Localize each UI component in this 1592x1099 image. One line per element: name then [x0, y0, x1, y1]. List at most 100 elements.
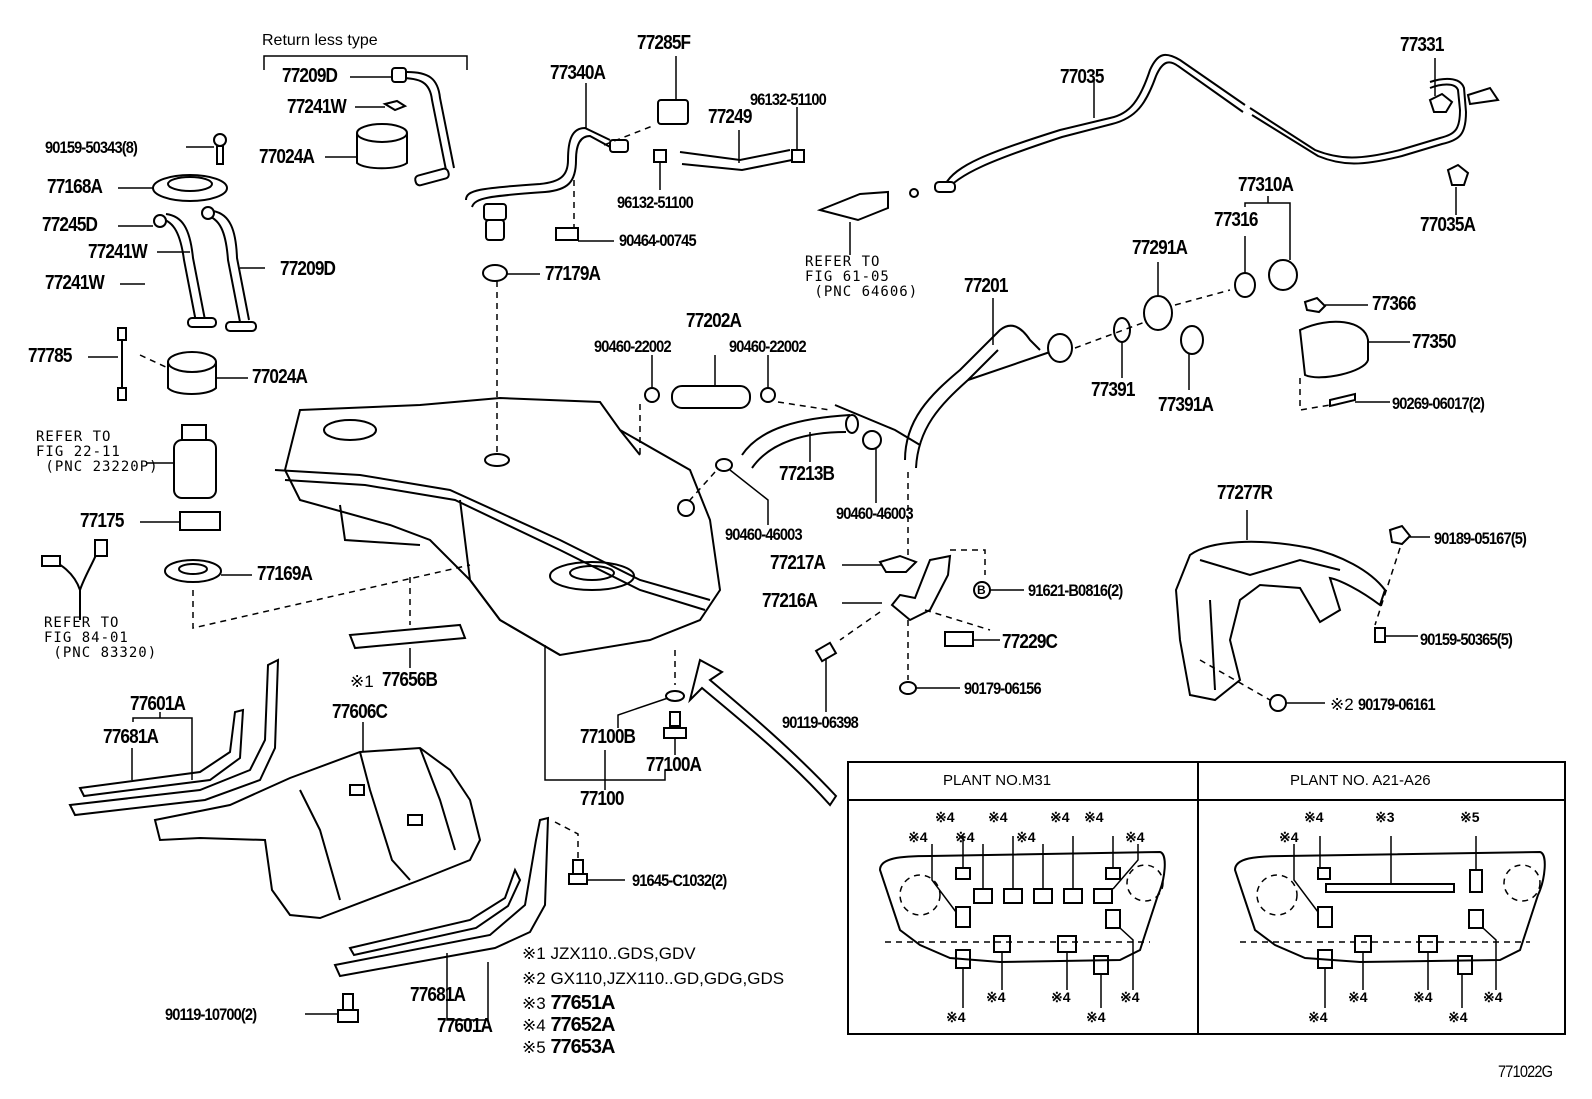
part-label[interactable]: 77277R	[1217, 482, 1273, 504]
part-label[interactable]: 77241W	[45, 272, 105, 294]
part-label[interactable]: 77209D	[282, 65, 338, 87]
part-label[interactable]: 90179-06161	[1358, 695, 1436, 714]
fuel-hose-return-less	[391, 67, 455, 187]
footnote-3: ※3 77651A	[522, 992, 616, 1014]
part-label[interactable]: 77100	[580, 788, 624, 810]
part-label[interactable]: 77601A	[437, 1015, 493, 1037]
part-label[interactable]: 77179A	[545, 263, 601, 285]
note-part[interactable]: 77652A	[550, 1014, 615, 1036]
a21-mark: ※4	[1304, 809, 1324, 825]
part-label[interactable]: 77366	[1372, 293, 1416, 315]
m31-mark: ※4	[986, 989, 1006, 1005]
part-label[interactable]: 77229C	[1002, 631, 1058, 653]
a21-mark: ※4	[1413, 989, 1433, 1005]
plant-m31-title: PLANT NO.M31	[943, 772, 1052, 789]
fuel-line-77035	[934, 53, 1468, 193]
part-label[interactable]: 90119-10700(2)	[165, 1005, 257, 1024]
a21-mark: ※5	[1460, 809, 1480, 825]
m31-mark: ※4	[946, 1009, 966, 1025]
m31-mark: ※4	[1125, 829, 1145, 845]
part-label[interactable]: 77100B	[580, 726, 636, 748]
reference-fig-84-01[interactable]: REFER TO FIG 84-01 (PNC 83320)	[44, 615, 158, 661]
a21-mark: ※4	[1348, 989, 1368, 1005]
part-label[interactable]: 77168A	[47, 176, 103, 198]
part-label[interactable]: 77291A	[1132, 237, 1188, 259]
part-label[interactable]: 77331	[1400, 34, 1444, 56]
part-label[interactable]: 96132-51100	[617, 193, 694, 212]
part-label[interactable]: 90460-22002	[729, 337, 807, 356]
part-label[interactable]: 90119-06398	[782, 713, 859, 732]
plant-a21-title: PLANT NO. A21-A26	[1290, 772, 1431, 789]
part-label[interactable]: 77340A	[550, 62, 606, 84]
part-label[interactable]: 90159-50343(8)	[45, 138, 138, 157]
part-label[interactable]: 90269-06017(2)	[1392, 394, 1485, 413]
part-label[interactable]: 77310A	[1238, 174, 1294, 196]
part-label[interactable]: 77209D	[280, 258, 336, 280]
reference-fig-22-11[interactable]: REFER TO FIG 22-11 (PNC 23220P)	[36, 429, 159, 475]
note-mark: ※2	[1330, 695, 1354, 714]
part-label[interactable]: 77175	[80, 510, 124, 532]
part-label[interactable]: 77035A	[1420, 214, 1476, 236]
part-label[interactable]: 77316	[1214, 209, 1258, 231]
part-label[interactable]: 77202A	[686, 310, 742, 332]
fuel-tank	[274, 396, 722, 657]
part-label[interactable]: 77035	[1060, 66, 1104, 88]
m31-mark: ※4	[1120, 989, 1140, 1005]
part-label[interactable]: 90464-00745	[619, 231, 697, 250]
part-label[interactable]: 77217A	[770, 552, 826, 574]
part-label[interactable]: 91621-B0816(2)	[1028, 581, 1123, 600]
part-label[interactable]: 90189-05167(5)	[1434, 529, 1527, 548]
part-label[interactable]: 77681A	[410, 984, 466, 1006]
part-label[interactable]: 77213B	[779, 463, 835, 485]
part-label[interactable]: 77391	[1091, 379, 1135, 401]
part-label[interactable]: 77241W	[287, 96, 347, 118]
fuel-sender-upper	[356, 123, 408, 170]
part-label[interactable]: 77201	[964, 275, 1008, 297]
note-part[interactable]: 77653A	[550, 1036, 615, 1058]
part-label[interactable]: 90460-22002	[594, 337, 672, 356]
part-label[interactable]: 91645-C1032(2)	[632, 871, 727, 890]
fuel-pump	[146, 424, 217, 499]
reference-fig-61-05[interactable]: REFER TO FIG 61-05 (PNC 64606)	[805, 254, 919, 300]
note-mark: ※2	[522, 969, 546, 988]
part-label[interactable]: 77216A	[762, 590, 818, 612]
part-label[interactable]: 77391A	[1158, 394, 1214, 416]
part-label[interactable]: 77285F	[637, 32, 691, 54]
part-label[interactable]: 77245D	[42, 214, 98, 236]
part-label[interactable]: 90159-50365(5)	[1420, 630, 1513, 649]
part-label[interactable]: 77656B	[382, 669, 438, 691]
heat-insulator	[153, 746, 482, 920]
part-label[interactable]: 90179-06156	[964, 679, 1042, 698]
part-label[interactable]: 77241W	[88, 241, 148, 263]
m31-mark: ※4	[1050, 809, 1070, 825]
part-label[interactable]: 77785	[28, 345, 72, 367]
part-label[interactable]: 77169A	[257, 563, 313, 585]
part-label[interactable]: 77681A	[103, 726, 159, 748]
note-mark: ※3	[522, 994, 546, 1013]
note-mark: ※1	[522, 944, 546, 963]
a21-mark: ※4	[1483, 989, 1503, 1005]
m31-mark: ※4	[988, 809, 1008, 825]
plant-m31-tank	[878, 836, 1166, 1008]
part-label[interactable]: 90460-46003	[725, 525, 803, 544]
part-label[interactable]: 77100A	[646, 754, 702, 776]
m31-mark: ※4	[1084, 809, 1104, 825]
part-label[interactable]: 77606C	[332, 701, 388, 723]
part-label[interactable]: 90460-46003	[836, 504, 914, 523]
part-label[interactable]: 96132-51100	[750, 90, 827, 109]
part-label[interactable]: 77024A	[252, 366, 308, 388]
a21-mark: ※4	[1308, 1009, 1328, 1025]
note-text: JZX110..GDS,GDV	[550, 944, 696, 963]
circle-b-marker: B	[977, 583, 986, 597]
m31-mark: ※4	[935, 809, 955, 825]
part-label[interactable]: 77024A	[259, 146, 315, 168]
part-label[interactable]: 77350	[1412, 331, 1456, 353]
part-label[interactable]: 77601A	[130, 693, 186, 715]
note-part[interactable]: 77651A	[550, 992, 615, 1014]
a21-mark: ※3	[1375, 809, 1395, 825]
footnote-1: ※1 JZX110..GDS,GDV	[522, 945, 696, 962]
fuel-tank-protector	[1174, 540, 1387, 702]
m31-mark: ※4	[908, 829, 928, 845]
part-label[interactable]: 77249	[708, 106, 752, 128]
